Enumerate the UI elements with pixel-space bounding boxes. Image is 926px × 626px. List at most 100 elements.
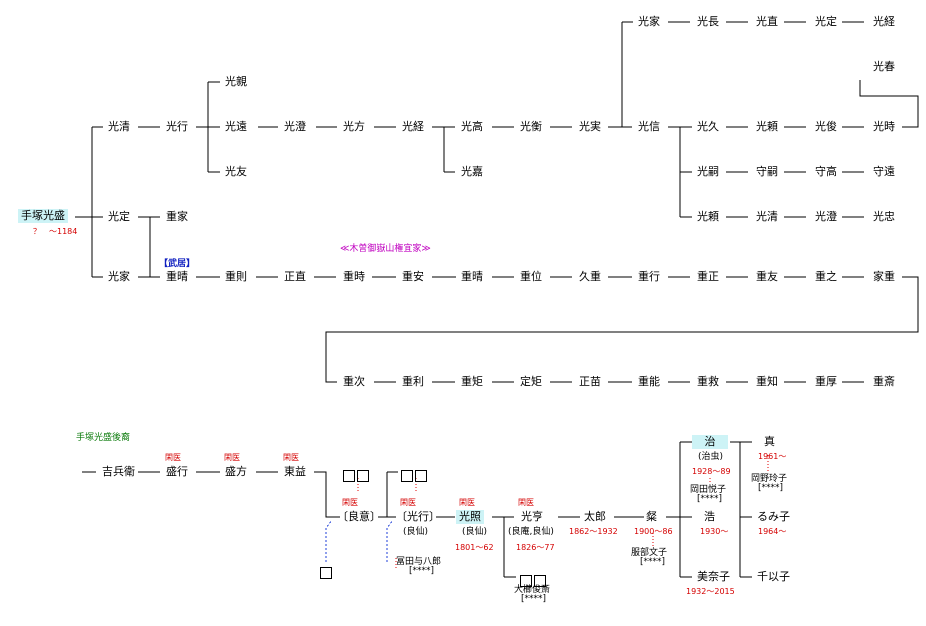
label-ontake: ≪木曽御嶽山権宜家≫: [340, 244, 431, 254]
person-lower: 光友: [225, 165, 247, 178]
person-r4-7: 重知: [756, 375, 778, 388]
person-taro-dates: 1862～1932: [569, 527, 618, 536]
person-top-0: 光家: [638, 15, 660, 28]
person-r4-9: 重斎: [873, 375, 895, 388]
root-name: 手塚光盛: [18, 209, 68, 223]
person-rumiko-dates: 1964～: [758, 527, 787, 536]
person-r3-11: 重友: [756, 270, 778, 283]
person-r1-13: 光時: [873, 120, 895, 133]
person-r3-4: 重時: [343, 270, 365, 283]
person-minako: 美奈子: [697, 570, 730, 583]
label-takei: 【武居】: [159, 259, 196, 269]
unknown-box-ryoi: [320, 562, 334, 581]
person-b-0: 光嗣: [697, 165, 719, 178]
tag-kan-1: 閑医: [165, 453, 181, 462]
person-r1-12: 光俊: [815, 120, 837, 133]
person-b-2: 守高: [815, 165, 837, 178]
person-osamu-sub: (治虫): [698, 452, 724, 462]
person-okada: 岡田悦子: [690, 485, 727, 495]
person-r1-4: 光方: [343, 120, 365, 133]
person-b-3: 守遠: [873, 165, 895, 178]
person-r4-0: 重次: [343, 375, 365, 388]
person-osamu-dates: 1928～89: [692, 467, 731, 476]
person-r1-8: 光実: [579, 120, 601, 133]
person-top-4: 光経: [873, 15, 895, 28]
person-r4-2: 重矩: [461, 375, 483, 388]
person-top-2: 光直: [756, 15, 778, 28]
person-r4-5: 重能: [638, 375, 660, 388]
person-hiroshi: 浩: [704, 510, 715, 523]
person-moriyuki: 盛行: [166, 465, 188, 478]
person-toueki: 東益: [284, 465, 306, 478]
person-r3-1: 重晴: [166, 270, 188, 283]
person-hiroshi-dates: 1930～: [700, 527, 729, 536]
person-ryoi: 〔良意〕: [337, 510, 381, 523]
unknown-boxes-2: [401, 465, 429, 484]
person-koko2-dates: 1826～77: [516, 543, 555, 552]
person-r3-10: 重正: [697, 270, 719, 283]
tag-kan-6: 閑医: [459, 498, 475, 507]
person-r1-1: 光行: [166, 120, 188, 133]
person-kosho-dates: 1801～62: [455, 543, 494, 552]
person-r1-11: 光頼: [756, 120, 778, 133]
person-r3-9: 重行: [638, 270, 660, 283]
person-top-1: 光長: [697, 15, 719, 28]
person-r3-5: 重安: [402, 270, 424, 283]
tag-kan-5: 閑医: [400, 498, 416, 507]
person-r4-6: 重救: [697, 375, 719, 388]
person-morikata: 盛方: [225, 465, 247, 478]
person-r3-12: 重之: [815, 270, 837, 283]
person-koko: 〔光行〕: [396, 510, 440, 523]
person-okano: 岡野玲子: [751, 474, 788, 484]
stars-okano: [****]: [758, 483, 784, 493]
person-r1-0: 光清: [108, 120, 130, 133]
person-r2: 光定: [108, 210, 130, 223]
person-makoto: 真: [764, 435, 775, 448]
person-haru: 光春: [873, 60, 895, 73]
person-r3-3: 正直: [284, 270, 306, 283]
stars-okada: [****]: [697, 494, 723, 504]
tag-kan-3: 閑医: [283, 453, 299, 462]
person-c-0: 光頼: [697, 210, 719, 223]
person-kaa: 光嘉: [461, 165, 483, 178]
person-r1-3: 光澄: [284, 120, 306, 133]
person-r1-2: 光遠: [225, 120, 247, 133]
person-koko2-sub: (良庵,良仙): [508, 527, 554, 537]
person-osamu: 治: [692, 435, 728, 449]
person-makoto-dates: 1961～: [758, 452, 787, 461]
person-chiiko: 千以子: [757, 570, 790, 583]
person-ogushi: 大櫛俊斎: [514, 585, 551, 595]
person-taro: 太郎: [584, 510, 606, 523]
person-r4-3: 定矩: [520, 375, 542, 388]
unknown-boxes-1: [343, 465, 371, 484]
person-r1-7: 光衡: [520, 120, 542, 133]
person-c-3: 光忠: [873, 210, 895, 223]
person-r4-8: 重厚: [815, 375, 837, 388]
person-kichibee: 吉兵衛: [102, 465, 135, 478]
person-c-1: 光清: [756, 210, 778, 223]
person-koko2: 光亨: [521, 510, 543, 523]
person-r3-13: 家重: [873, 270, 895, 283]
person-top-3: 光定: [815, 15, 837, 28]
person-gyo: 粲: [646, 510, 657, 523]
person-r1-10: 光久: [697, 120, 719, 133]
unknown-boxes-3: [520, 570, 548, 589]
person-c-2: 光澄: [815, 210, 837, 223]
person-r4-1: 重利: [402, 375, 424, 388]
person-gyo-dates: 1900～86: [634, 527, 673, 536]
person-koko-sub: (良仙): [403, 527, 429, 537]
person-tomita: 冨田与八郎: [396, 557, 442, 567]
person-r3-8: 久重: [579, 270, 601, 283]
person-kosho: 光照: [456, 510, 484, 524]
tag-kan-4: 閑医: [342, 498, 358, 507]
stars-ogushi: [****]: [521, 594, 547, 604]
tag-kan-7: 閑医: [518, 498, 534, 507]
person-r3-0: 光家: [108, 270, 130, 283]
person-r3-6: 重晴: [461, 270, 483, 283]
person-r2-child: 重家: [166, 210, 188, 223]
person-rumiko: るみ子: [757, 510, 790, 523]
person-upper: 光親: [225, 75, 247, 88]
person-r3-2: 重則: [225, 270, 247, 283]
